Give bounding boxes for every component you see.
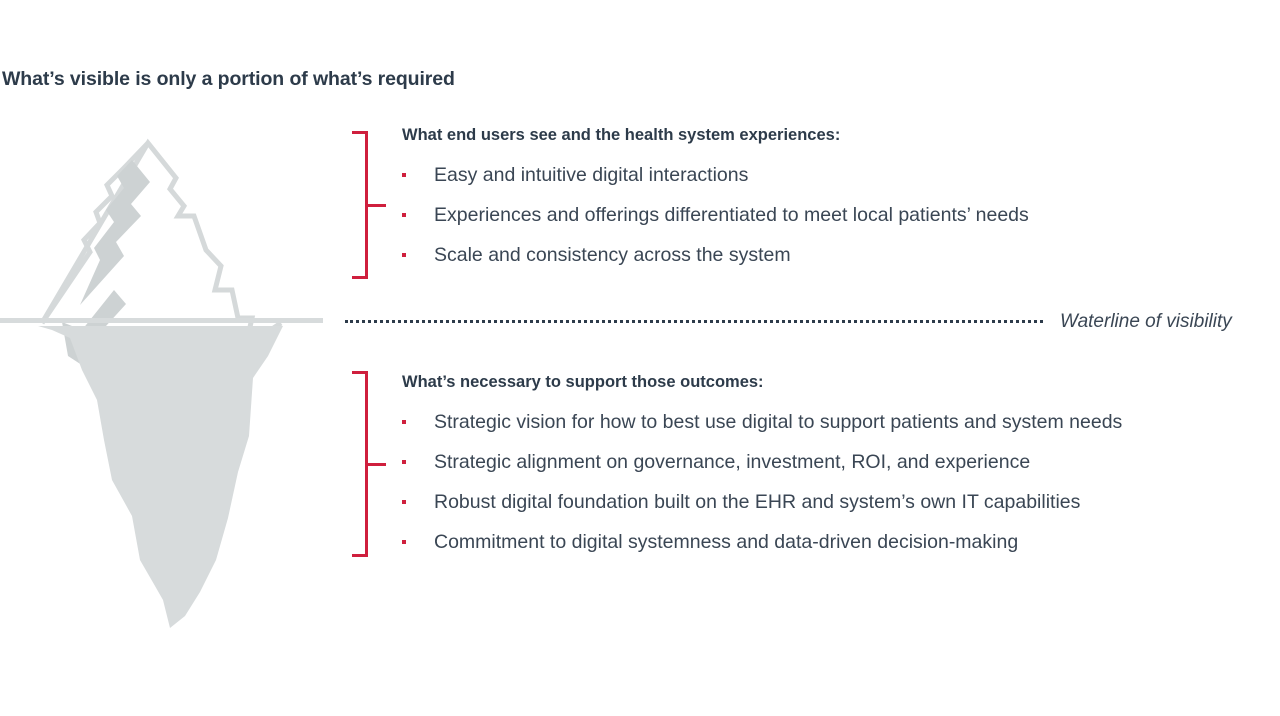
bullet-square-icon xyxy=(402,540,406,544)
bracket-below-water xyxy=(352,371,386,557)
bracket-arm-bottom xyxy=(352,554,368,557)
bracket-mid-tick xyxy=(368,462,386,466)
below-water-content: What’s necessary to support those outcom… xyxy=(402,373,1122,562)
bracket-arm-top xyxy=(352,131,368,134)
bracket-mid-tick xyxy=(368,203,386,207)
list-item: Robust digital foundation built on the E… xyxy=(402,482,1122,522)
list-item-label: Strategic alignment on governance, inves… xyxy=(434,451,1031,473)
list-item-label: Easy and intuitive digital interactions xyxy=(434,164,749,186)
bullet-square-icon xyxy=(402,173,406,177)
list-item-label: Experiences and offerings differentiated… xyxy=(434,204,1029,226)
iceberg-illustration xyxy=(0,130,340,640)
bracket-arm-bottom xyxy=(352,276,368,279)
bullet-square-icon xyxy=(402,253,406,257)
waterline-label: Waterline of visibility xyxy=(1060,311,1232,332)
list-item: Experiences and offerings differentiated… xyxy=(402,195,1029,235)
bullet-square-icon xyxy=(402,213,406,217)
bracket-stem xyxy=(365,371,368,557)
above-water-heading: What end users see and the health system… xyxy=(402,126,841,144)
list-item: Commitment to digital systemness and dat… xyxy=(402,522,1122,562)
list-item: Scale and consistency across the system xyxy=(402,235,1029,275)
above-water-content: What end users see and the health system… xyxy=(402,126,1029,275)
below-water-heading: What’s necessary to support those outcom… xyxy=(402,373,764,391)
bullet-square-icon xyxy=(402,500,406,504)
list-item-label: Strategic vision for how to best use dig… xyxy=(434,411,1123,433)
page-title: What’s visible is only a portion of what… xyxy=(2,68,455,90)
above-water-bullet-list: Easy and intuitive digital interactions … xyxy=(402,155,1029,275)
list-item: Strategic vision for how to best use dig… xyxy=(402,402,1122,442)
list-item-label: Commitment to digital systemness and dat… xyxy=(434,531,1019,553)
list-item: Easy and intuitive digital interactions xyxy=(402,155,1029,195)
below-water-bullet-list: Strategic vision for how to best use dig… xyxy=(402,402,1122,562)
iceberg-shade-upper xyxy=(80,160,150,305)
bracket-above-water xyxy=(352,131,386,279)
bracket-stem xyxy=(365,131,368,279)
bracket-arm-top xyxy=(352,371,368,374)
bullet-square-icon xyxy=(402,460,406,464)
list-item-label: Robust digital foundation built on the E… xyxy=(434,491,1081,513)
list-item-label: Scale and consistency across the system xyxy=(434,244,791,266)
list-item: Strategic alignment on governance, inves… xyxy=(402,442,1122,482)
iceberg-waterline-bar xyxy=(0,318,323,323)
bullet-square-icon xyxy=(402,420,406,424)
iceberg-mass-below-water xyxy=(38,326,283,628)
waterline-dotted-rule xyxy=(345,320,1043,323)
